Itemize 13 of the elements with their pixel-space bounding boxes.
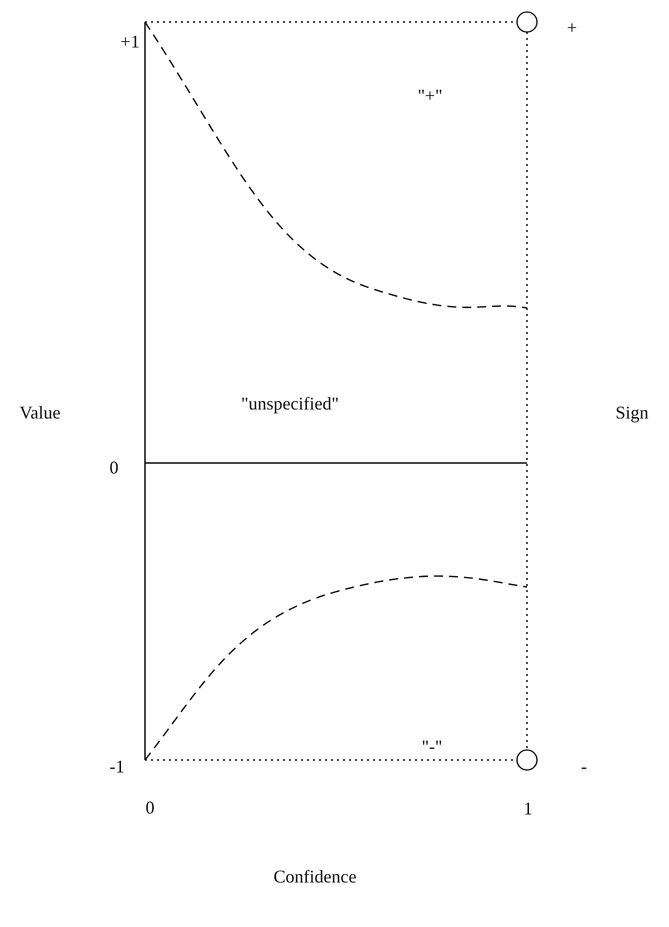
axis-title: Confidence (274, 866, 356, 888)
tick-label: 0 (110, 458, 118, 478)
region-label: "unspecified" (241, 394, 339, 414)
tick-label: -1 (110, 756, 124, 778)
sign-label: - (581, 756, 587, 778)
tick-label: +1 (120, 32, 140, 52)
region-label: "+" (418, 86, 442, 106)
tick-label: 1 (524, 798, 532, 820)
region-label: "-" (422, 736, 442, 758)
axis-title: Value (20, 402, 60, 424)
sign-label: + (566, 18, 578, 38)
tick-label: 0 (146, 798, 154, 818)
axis-title: Sign (616, 402, 648, 424)
